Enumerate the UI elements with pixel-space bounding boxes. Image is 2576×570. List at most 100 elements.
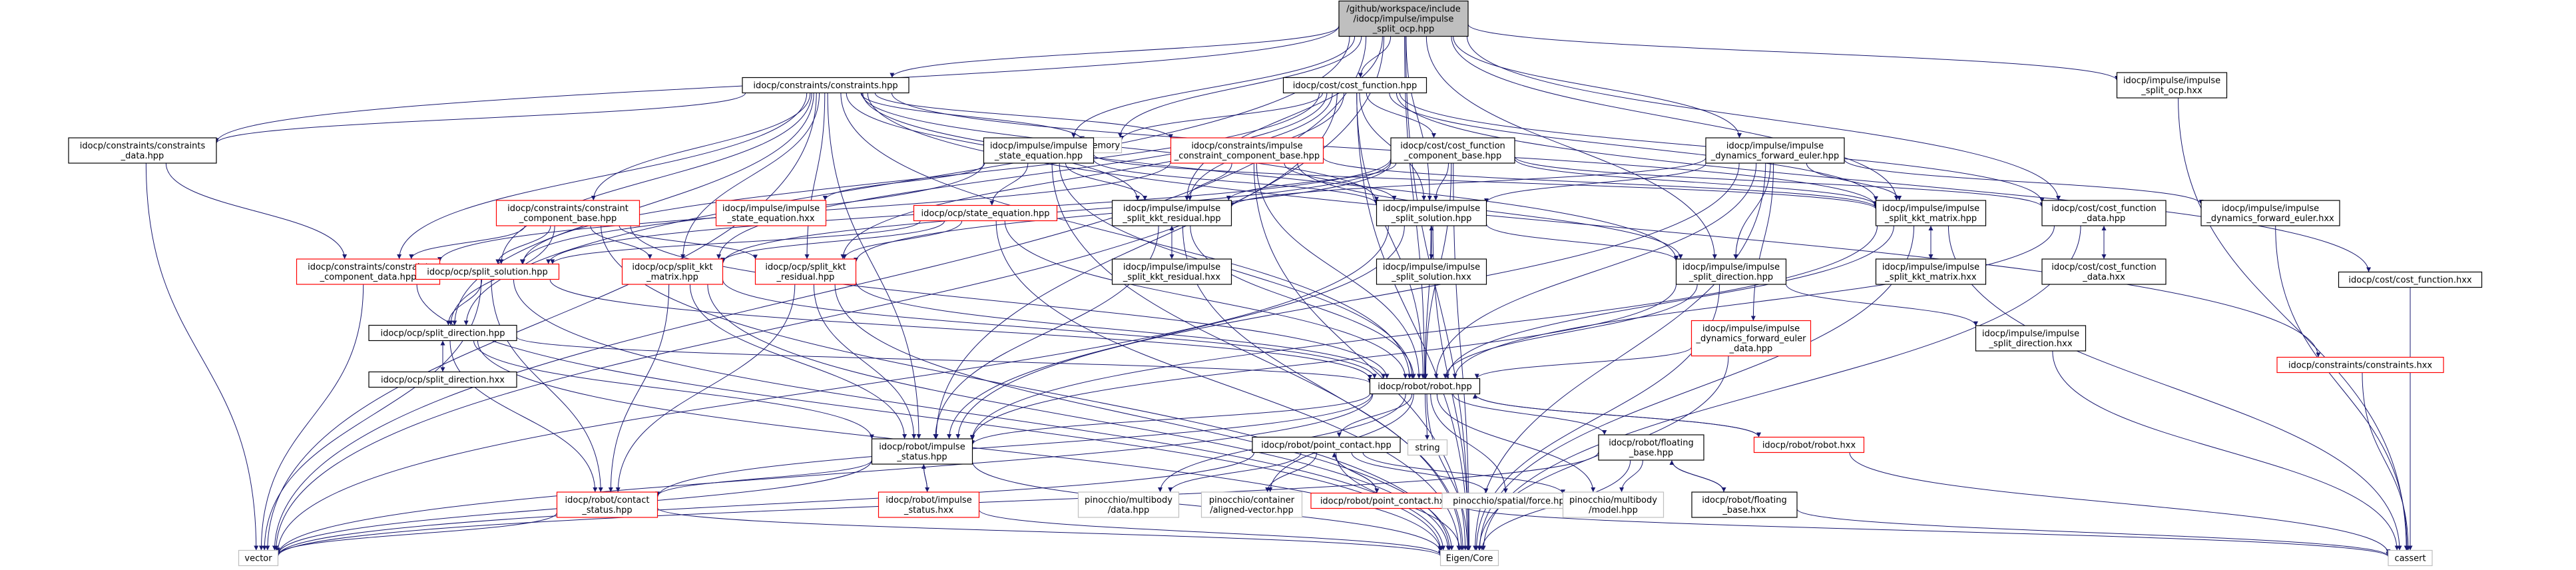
- edge-ocp-state-equation-hpp-to-robot-hpp: [1004, 220, 1408, 379]
- edge-constraints-data-hpp-to-vector: [145, 162, 259, 551]
- node-label: Eigen/Core: [1446, 554, 1493, 564]
- graph-node-impulse-split-kkt-residual-hxx[interactable]: idocp/impulse/impulse_split_kkt_residual…: [1111, 258, 1232, 285]
- node-box: [1691, 491, 1798, 518]
- node-label: idocp/robot/contact: [565, 495, 650, 505]
- node-label: idocp/robot/impulse: [886, 495, 971, 505]
- node-box: [1753, 436, 1865, 453]
- edge-impulse-split-direction-hpp-to-impulse-split-direction-hxx: [1786, 284, 1978, 326]
- graph-node-impulse-split-kkt-matrix-hpp[interactable]: idocp/impulse/impulse_split_kkt_matrix.h…: [1875, 200, 1987, 226]
- node-label: idocp/robot/point_contact.hpp: [1261, 441, 1391, 451]
- graph-node-cost-function-component-base-hpp[interactable]: idocp/cost/cost_function_component_base.…: [1390, 137, 1515, 164]
- graph-node-impulse-dynamics-forward-euler-data-hpp[interactable]: idocp/impulse/impulse_dynamics_forward_e…: [1690, 320, 1812, 357]
- graph-node-impulse-state-equation-hpp[interactable]: idocp/impulse/impulse_state_equation.hpp: [983, 137, 1095, 164]
- edge-constraints-hpp-to-robot-hpp: [840, 93, 1412, 379]
- node-label: _data.hpp: [121, 151, 164, 161]
- node-label: idocp/impulse/impulse: [1702, 324, 1800, 334]
- node-label: idocp/impulse/impulse: [990, 141, 1087, 151]
- edge-root-to-impulse-state-equation-hpp: [1071, 36, 1356, 139]
- graph-node-constraints-hpp[interactable]: idocp/constraints/constraints.hpp: [742, 77, 909, 94]
- graph-node-ocp-split-direction-hpp[interactable]: idocp/ocp/split_direction.hpp: [368, 324, 517, 342]
- node-label: idocp/cost/cost_function: [2051, 204, 2157, 214]
- node-label: _split_solution.hpp: [1391, 214, 1472, 224]
- node-box: [1282, 77, 1427, 94]
- edge-contact-status-hpp-to-vector: [276, 512, 557, 555]
- graph-node-ocp-state-equation-hpp[interactable]: idocp/ocp/state_equation.hpp: [913, 204, 1058, 222]
- edge-impulse-split-solution-hpp-to-impulse-split-direction-hpp: [1486, 223, 1678, 262]
- edge-ocp-split-solution-hpp-to-contact-status-hpp: [491, 279, 603, 493]
- graph-node-constraints-constraint-component-base-hpp[interactable]: idocp/constraints/constraint_component_b…: [495, 200, 641, 226]
- graph-node-impulse-split-ocp-hxx[interactable]: idocp/impulse/impulse_split_ocp.hxx: [2116, 72, 2228, 99]
- node-label: _split_direction.hxx: [1988, 339, 2072, 349]
- node-box: [1077, 491, 1180, 518]
- node-label: _component_data.hpp: [320, 272, 417, 282]
- graph-node-contact-status-hpp[interactable]: idocp/robot/contact_status.hpp: [556, 491, 658, 518]
- graph-node-point-contact-hpp[interactable]: idocp/robot/point_contact.hpp: [1252, 436, 1401, 453]
- node-box: [878, 491, 980, 518]
- node-label: _split_ocp.hxx: [2141, 86, 2202, 96]
- graph-node-impulse-status-hpp[interactable]: idocp/robot/impulse_status.hpp: [871, 438, 973, 465]
- graph-node-floating-base-hpp[interactable]: idocp/robot/floating_base.hpp: [1598, 434, 1704, 461]
- graph-node-ocp-split-solution-hpp[interactable]: idocp/ocp/split_solution.hpp: [415, 263, 560, 280]
- node-label: idocp/constraints/constraints.hxx: [2288, 361, 2433, 371]
- graph-node-impulse-dynamics-forward-euler-hxx[interactable]: idocp/impulse/impulse_dynamics_forward_e…: [2200, 200, 2340, 226]
- graph-node-constraints-data-hpp[interactable]: idocp/constraints/constraints_data.hpp: [68, 137, 217, 164]
- graph-node-impulse-split-kkt-matrix-hxx[interactable]: idocp/impulse/impulse_split_kkt_matrix.h…: [1875, 258, 1987, 285]
- node-box: [754, 258, 857, 285]
- edge-root-to-cost-function-hpp: [1358, 36, 1392, 78]
- graph-node-point-contact-hxx[interactable]: idocp/robot/point_contact.hxx: [1310, 492, 1459, 509]
- node-box: [1598, 434, 1704, 461]
- graph-node-ocp-split-direction-hxx[interactable]: idocp/ocp/split_direction.hxx: [368, 371, 517, 388]
- edge-ocp-state-equation-hpp-to-ocp-split-kkt-matrix-hpp: [720, 220, 945, 263]
- node-label: _data.hpp: [2082, 214, 2126, 224]
- edge-impulse-dynamics-forward-euler-hpp-to-impulse-split-kkt-residual-hpp: [1229, 157, 1706, 207]
- edge-cost-function-hpp-to-memory: [1119, 93, 1323, 141]
- graph-node-impulse-split-solution-hpp[interactable]: idocp/impulse/impulse_split_solution.hpp: [1376, 200, 1487, 226]
- node-label: _status.hpp: [896, 452, 947, 462]
- graph-node-constraint-component-base-hpp[interactable]: idocp/constraints/impulse_constraint_com…: [1170, 137, 1324, 164]
- node-label: /idocp/impulse/impulse: [1354, 15, 1454, 25]
- graph-node-impulse-split-kkt-residual-hpp[interactable]: idocp/impulse/impulse_split_kkt_residual…: [1111, 200, 1232, 226]
- node-label: idocp/robot/floating: [1609, 438, 1694, 448]
- node-label: cassert: [2394, 554, 2426, 564]
- node-box: [1407, 439, 1448, 456]
- graph-node-impulse-split-direction-hxx[interactable]: idocp/impulse/impulse_split_direction.hx…: [1975, 325, 2087, 352]
- node-box: [715, 200, 827, 226]
- graph-node-ocp-split-kkt-residual-hpp[interactable]: idocp/ocp/split_kkt_residual.hpp: [754, 258, 857, 285]
- graph-node-impulse-split-solution-hxx[interactable]: idocp/impulse/impulse_split_solution.hxx: [1376, 258, 1487, 285]
- edge-cost-function-hpp-to-ocp-split-kkt-residual-hpp: [840, 93, 1333, 260]
- graph-node-cost-function-hpp[interactable]: idocp/cost/cost_function.hpp: [1282, 77, 1427, 94]
- node-label: idocp/cost/cost_function.hxx: [2348, 276, 2472, 286]
- graph-node-impulse-status-hxx[interactable]: idocp/robot/impulse_status.hxx: [878, 491, 980, 518]
- graph-node-ocp-split-kkt-matrix-hpp[interactable]: idocp/ocp/split_kkt_matrix.hpp: [621, 258, 724, 285]
- edge-floating-base-hxx-to-cassert: [1796, 508, 2391, 557]
- edge-impulse-split-solution-hpp-to-vector: [276, 225, 1389, 553]
- graph-node-root[interactable]: /github/workspace/include/idocp/impulse/…: [1338, 0, 1469, 37]
- graph-node-impulse-split-direction-hpp[interactable]: idocp/impulse/impulse_split_direction.hp…: [1675, 258, 1787, 285]
- edge-point-contact-hxx-to-point-contact-hpp: [1332, 452, 1378, 493]
- edge-cost-function-hpp-to-cost-function-hxx: [1396, 93, 2372, 272]
- edge-impulse-split-kkt-matrix-hpp-to-impulse-status-hpp: [970, 225, 1878, 440]
- edge-ocp-split-solution-hpp-to-robot-hpp: [549, 279, 1372, 380]
- node-box: [2116, 72, 2228, 99]
- node-box: [368, 324, 517, 342]
- graph-node-cost-function-data-hxx[interactable]: idocp/cost/cost_function_data.hxx: [2041, 258, 2167, 285]
- edge-ocp-split-kkt-matrix-hpp-to-impulse-status-hpp: [689, 284, 907, 439]
- graph-node-robot-hxx[interactable]: idocp/robot/robot.hxx: [1753, 436, 1865, 453]
- edge-root-to-impulse-split-ocp-hxx: [1467, 24, 2119, 81]
- graph-node-impulse-dynamics-forward-euler-hpp[interactable]: idocp/impulse/impulse_dynamics_forward_e…: [1705, 137, 1845, 164]
- graph-node-impulse-state-equation-hxx[interactable]: idocp/impulse/impulse_state_equation.hxx: [715, 200, 827, 226]
- node-label: _status.hxx: [903, 505, 954, 515]
- edge-root-to-impulse-split-solution-hpp: [1406, 36, 1432, 201]
- edge-constraints-constraint-component-base-hpp-to-robot-hpp: [630, 225, 1390, 379]
- edge-constraints-constraint-component-base-hpp-to-ocp-split-kkt-matrix-hpp: [590, 225, 652, 260]
- edge-root-to-memory: [1117, 36, 1362, 138]
- graph-node-floating-base-hxx[interactable]: idocp/robot/floating_base.hxx: [1691, 491, 1798, 518]
- node-label: idocp/constraints/constraint: [507, 204, 629, 214]
- graph-node-robot-hpp[interactable]: idocp/robot/robot.hpp: [1369, 378, 1481, 395]
- edge-point-contact-hpp-to-pinocchio-spatial-force: [1351, 452, 1489, 493]
- edge-ocp-split-kkt-matrix-hpp-to-robot-hpp: [722, 279, 1377, 379]
- node-box: [415, 263, 560, 280]
- graph-node-constraints-constraints-hxx[interactable]: idocp/constraints/constraints.hxx: [2276, 356, 2444, 374]
- graph-node-cost-function-data-hpp[interactable]: idocp/cost/cost_function_data.hpp: [2041, 200, 2167, 226]
- graph-node-cost-function-hxx[interactable]: idocp/cost/cost_function.hxx: [2338, 271, 2483, 288]
